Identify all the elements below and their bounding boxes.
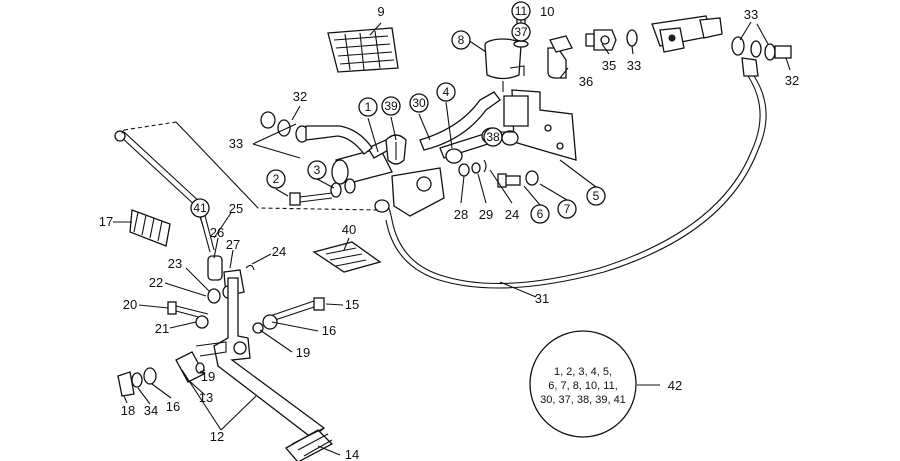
label-part-34: 34: [144, 403, 158, 418]
label-part-10: 10: [540, 4, 554, 19]
label-part-14: 14: [345, 447, 359, 461]
reservoir-8: [484, 38, 525, 92]
label-part-9: 9: [377, 4, 384, 19]
label-part-39: 39: [384, 99, 398, 113]
master-cylinder-right: [585, 15, 723, 53]
label-part-20: 20: [123, 297, 137, 312]
label-part-37: 37: [514, 25, 528, 39]
banjo-bolt-left: [260, 111, 373, 155]
label-part-16-right: 16: [322, 323, 336, 338]
brake-hose-31: [387, 75, 761, 284]
label-part-19-right: 19: [296, 345, 310, 360]
label-part-40: 40: [342, 222, 356, 237]
bolt-6: [497, 170, 539, 188]
bracket-plate-5: [503, 89, 577, 161]
label-part-33-mid: 33: [627, 58, 641, 73]
label-part-1: 1: [365, 100, 372, 114]
label-part-12: 12: [210, 429, 224, 444]
label-part-3: 3: [314, 163, 321, 177]
label-part-6: 6: [537, 207, 544, 221]
pivot-bracket: [374, 159, 487, 217]
label-part-38: 38: [486, 130, 500, 144]
label-part-42: 42: [668, 378, 682, 393]
label-part-24-left: 24: [272, 244, 286, 259]
label-part-27: 27: [226, 237, 240, 252]
label-part-5: 5: [593, 189, 600, 203]
pedal-pad-14: [284, 427, 334, 461]
bolt-2-3: [289, 178, 356, 206]
elbow-hose-36: [547, 35, 573, 79]
label-part-22: 22: [149, 275, 163, 290]
label-part-31: 31: [535, 291, 549, 306]
label-part-23: 23: [168, 256, 182, 271]
assembly-dash-lines: [119, 121, 379, 211]
label-part-25: 25: [229, 201, 243, 216]
label-part-7: 7: [564, 202, 571, 216]
label-part-16-left: 16: [166, 399, 180, 414]
bolt-15-16: [252, 297, 325, 334]
label-part-35: 35: [602, 58, 616, 73]
part-drawings: [114, 15, 792, 461]
label-part-24-right: 24: [505, 207, 519, 222]
label-part-11: 11: [515, 4, 528, 18]
label-part-13: 13: [199, 390, 213, 405]
bushing-13-34-18: [117, 351, 205, 397]
clamp-39: [385, 134, 407, 165]
label-part-19-left: 19: [201, 369, 215, 384]
pedal-lever-12: [195, 277, 326, 439]
label-part-28: 28: [454, 207, 468, 222]
spacer-4: [445, 148, 463, 164]
label-part-2: 2: [273, 172, 280, 186]
label-part-8: 8: [458, 33, 465, 47]
label-part-32-right: 32: [785, 73, 799, 88]
banjo-bolt-right: [731, 36, 792, 77]
leader-lines: [113, 10, 791, 456]
label-part-36: 36: [579, 74, 593, 89]
kit-line-3: 30, 37, 38, 39, 41: [540, 394, 626, 406]
callout-circles: [190, 1, 606, 224]
kit-line-1: 1, 2, 3, 4, 5,: [554, 366, 612, 378]
label-part-17: 17: [99, 214, 113, 229]
bolt-20-23: [167, 285, 234, 329]
label-part-41: 41: [193, 201, 207, 215]
brake-hose-31-outline: [385, 75, 767, 289]
repair-kit-contents: 1, 2, 3, 4, 5, 6, 7, 8, 10, 11, 30, 37, …: [540, 366, 626, 406]
label-part-18: 18: [121, 403, 135, 418]
kit-bag-9: [327, 27, 399, 73]
label-part-32-left: 32: [293, 89, 307, 104]
tube-30: [419, 91, 501, 159]
label-part-33-top: 33: [744, 7, 758, 22]
label-part-21: 21: [155, 321, 169, 336]
decal-40: [312, 241, 382, 273]
repair-kit-circle: [529, 330, 637, 438]
label-part-4: 4: [443, 85, 450, 99]
label-part-30: 30: [412, 96, 426, 110]
rod-and-boot: [114, 130, 215, 253]
callout-labels: 9 10 11 37 8 33 35 33 36 32 32 33 1 39 3…: [99, 4, 799, 461]
kit-line-2: 6, 7, 8, 10, 11,: [548, 380, 618, 392]
label-part-26: 26: [210, 225, 224, 240]
label-part-29: 29: [479, 207, 493, 222]
label-part-15: 15: [345, 297, 359, 312]
label-part-33-left: 33: [229, 136, 243, 151]
